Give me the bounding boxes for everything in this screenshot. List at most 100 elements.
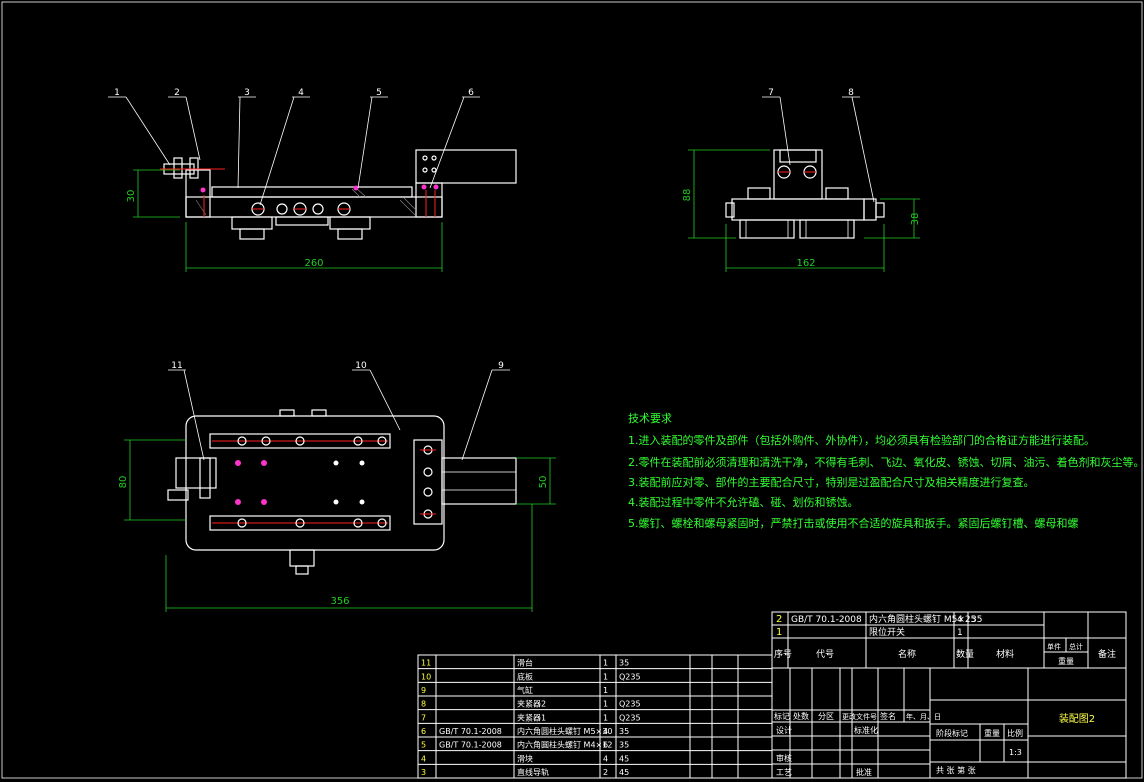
balloon-3: 3 (244, 88, 250, 98)
bom-cell-mat: 35 (619, 659, 629, 668)
top-view: 356 80 50 11 10 9 (118, 361, 556, 612)
bom-cell-no: 4 (421, 754, 426, 763)
bom-header-block: 2 GB/T 70.1-2008 内六角圆柱头螺钉 M5×25 4 35 1 限… (771, 611, 1127, 669)
bom-cell-mat: Q235 (619, 713, 641, 722)
bom-head-qty: 数量 (956, 648, 974, 660)
bom-cell-no: 5 (421, 741, 426, 750)
bom-cell-qty: 6 (603, 741, 608, 750)
dim-side-small: 38 (910, 213, 921, 226)
balloon-9: 9 (498, 361, 504, 371)
bom-cell-qty: 4 (603, 754, 608, 763)
tb-design: 设计 (776, 725, 792, 735)
bom-cell-no: 3 (421, 768, 426, 777)
tb-process: 工艺 (776, 768, 792, 777)
dim-top-height: 80 (118, 476, 129, 489)
balloon-1: 1 (114, 88, 120, 98)
bom-cell-mat: 35 (619, 741, 629, 750)
tech-line-5: 5.螺钉、螺栓和螺母紧固时，严禁打击或使用不合适的旋具和扳手。紧固后螺钉槽、螺母… (628, 516, 1079, 530)
tb-zone: 分区 (818, 712, 834, 721)
bom-cell-name: 滑块 (517, 753, 533, 763)
balloon-8: 8 (848, 88, 854, 98)
bom-cell-no: 6 (421, 727, 426, 736)
bom-cell-mat: Q235 (619, 700, 641, 709)
tb-approve: 批准 (856, 767, 872, 777)
tb-date: 年、月、日 (906, 712, 941, 721)
technical-requirements: 技术要求 1.进入装配的零件及部件（包括外购件、外协件），均必须具有检验部门的合… (628, 412, 1144, 530)
bom-top-qty-2: 4 (957, 615, 963, 625)
bom-top-code-2: GB/T 70.1-2008 (791, 615, 862, 625)
bom-cell-mat: Q235 (619, 672, 641, 681)
bom-top-no-1: 1 (776, 627, 782, 638)
bom-cell-code: GB/T 70.1-2008 (439, 741, 502, 750)
bom-cell-no: 7 (421, 713, 426, 722)
tb-scale: 1:3 (1009, 748, 1022, 757)
tb-change-doc: 更改文件号 (842, 712, 877, 721)
balloon-6: 6 (468, 88, 474, 98)
bom-cell-name: 内六角圆柱头螺钉 M5×30 (517, 726, 612, 736)
bom-cell-code: GB/T 70.1-2008 (439, 727, 502, 736)
balloon-5: 5 (376, 88, 382, 98)
bom-cell-qty: 1 (603, 713, 608, 722)
tb-scale-label: 比例 (1007, 728, 1023, 738)
bom-cell-name: 滑台 (517, 658, 533, 668)
dim-side-width: 162 (796, 258, 815, 269)
bom-head-code: 代号 (816, 649, 834, 660)
bom-cell-no: 10 (421, 672, 431, 681)
bom-head-unit: 单件 (1047, 642, 1061, 651)
bom-cell-qty: 2 (603, 768, 608, 777)
front-view: 260 30 1 2 3 4 5 6 (108, 88, 517, 272)
tech-line-2: 2.零件在装配前必须清理和清洗干净，不得有毛刺、飞边、氧化皮、锈蚀、切屑、油污、… (628, 455, 1144, 469)
bom-top-name-2: 内六角圆柱头螺钉 M5×25 (869, 613, 976, 625)
tb-mark: 标记 (774, 711, 790, 721)
balloon-2: 2 (174, 88, 180, 98)
tb-sign: 签名 (880, 711, 896, 721)
bom-cell-qty: 1 (603, 659, 608, 668)
balloon-10: 10 (355, 361, 367, 371)
bom-cell-name: 气缸 (517, 685, 533, 695)
bom-cell-qty: 4 (603, 727, 608, 736)
tech-title: 技术要求 (628, 412, 672, 425)
balloon-4: 4 (298, 88, 304, 98)
bom-head-name: 名称 (898, 648, 916, 660)
tb-standard: 标准化 (854, 725, 878, 735)
bom-cell-qty: 1 (603, 700, 608, 709)
bom-head-no: 序号 (774, 648, 792, 660)
bom-cell-name: 夹紧器2 (517, 699, 546, 709)
bom-cell-mat: 35 (619, 727, 629, 736)
bom-head-remark: 备注 (1098, 648, 1116, 660)
bom-head-total: 总计 (1069, 642, 1083, 651)
tech-line-4: 4.装配过程中零件不允许磕、碰、划伤和锈蚀。 (628, 495, 859, 509)
bom-cell-qty: 1 (603, 672, 608, 681)
bom-top-name-1: 限位开关 (869, 626, 905, 638)
tb-review: 审核 (776, 753, 792, 763)
dim-front-height: 30 (126, 190, 137, 203)
tech-line-1: 1.进入装配的零件及部件（包括外购件、外协件），均必须具有检验部门的合格证方能进… (628, 433, 1095, 447)
bom-cell-name: 直线导轨 (517, 767, 549, 777)
bom-cell-qty: 1 (603, 686, 608, 695)
balloon-7: 7 (768, 88, 774, 98)
bom-cell-name: 夹紧器1 (517, 712, 546, 722)
bom-cell-no: 9 (421, 686, 426, 695)
bom-cell-name: 底板 (517, 671, 533, 681)
bom-top-no-2: 2 (776, 614, 782, 625)
bom-head-weight: 重量 (1058, 656, 1074, 666)
bom-cell-mat: 45 (619, 754, 629, 763)
tb-stage-mark: 阶段标记 (936, 728, 968, 738)
dim-front-width: 260 (304, 258, 323, 269)
bom-cell-name: 内六角圆柱头螺钉 M4×12 (517, 740, 612, 750)
tb-weight: 重量 (984, 728, 1000, 738)
dim-side-height: 88 (682, 189, 693, 202)
tb-sheets: 共 张 第 张 (936, 765, 976, 775)
bom-cell-no: 8 (421, 700, 426, 709)
title-block: 标记 处数 分区 更改文件号 签名 年、月、日 设计 标准化 审核 工艺 批准 … (771, 667, 1127, 779)
dim-top-slot: 50 (538, 476, 549, 489)
side-view: 162 88 38 7 8 (682, 88, 921, 272)
bom-top-qty-1: 1 (957, 628, 963, 638)
balloon-11: 11 (171, 361, 182, 371)
bom-head-mat: 材料 (996, 648, 1014, 660)
bom-cell-mat: 45 (619, 768, 629, 777)
bom-cell-no: 11 (421, 659, 431, 668)
